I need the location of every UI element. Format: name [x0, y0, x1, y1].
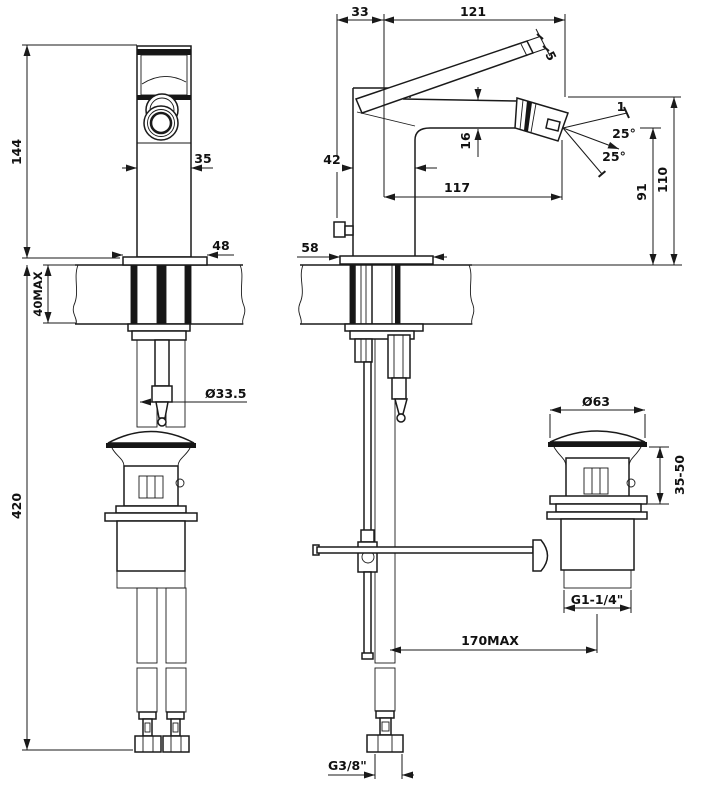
- handle-side: [354, 40, 535, 114]
- rod-ball-joint: [532, 539, 549, 572]
- dim-jet-ref: 1: [617, 99, 626, 114]
- hose-nut-icon: [134, 735, 162, 753]
- aerator-icon: [143, 93, 179, 141]
- hose-nut-icon: [162, 735, 190, 753]
- dim-spout-drop: 16: [458, 132, 473, 150]
- pop-up-knob: [333, 221, 346, 238]
- pop-up-rod-horizontal: [316, 546, 534, 554]
- dim-handle-reach: 121: [460, 4, 486, 19]
- dim-base-depth: 58: [301, 240, 318, 255]
- dim-handle-tip: 5: [542, 49, 559, 64]
- countertop-side: [298, 264, 475, 325]
- jet-angles: 1 25° 25°: [562, 99, 636, 178]
- dim-hose-drop: 420: [9, 493, 24, 519]
- outlet-icon: [545, 118, 561, 132]
- dimensions-waste-detail: Ø63 35-50 G1-1/4": [549, 394, 687, 613]
- dim-mounting-range: 35-50: [672, 455, 687, 495]
- dim-jet-angle-upper: 25°: [612, 126, 636, 141]
- front-view: 144 35 48 40MAX 420 Ø33.5: [9, 44, 247, 753]
- dim-supply-thread: G3/8": [328, 758, 367, 773]
- dim-handle-offset: 33: [351, 4, 368, 19]
- dim-outlet-height: 91: [634, 183, 649, 200]
- waste-rod-front: [154, 339, 170, 387]
- base-plate-side: [339, 255, 434, 265]
- spout-head-side: [514, 97, 569, 142]
- dim-counter-thickness: 40MAX: [31, 271, 45, 316]
- dim-body-width: 35: [194, 151, 211, 166]
- supply-nut-icon: [366, 734, 404, 753]
- dim-body-depth: 42: [323, 152, 340, 167]
- dim-spout-projection: 117: [444, 180, 470, 195]
- side-view: 1 25° 25°: [297, 4, 682, 779]
- pop-up-waste-front: [104, 430, 198, 589]
- dim-base-width: 48: [212, 238, 229, 253]
- dim-shank-diameter: Ø33.5: [205, 386, 246, 401]
- dim-overall-height: 144: [9, 139, 24, 165]
- dim-jet-angle-lower: 25°: [602, 149, 626, 164]
- faucet-front: [122, 45, 208, 266]
- base-plate-front: [122, 256, 208, 266]
- dim-cap-diameter: Ø63: [582, 394, 610, 409]
- dimensions-side: 33 121 5 42 16 117 58 91: [297, 4, 682, 779]
- waste-detail: Ø63 35-50 G1-1/4": [532, 394, 687, 613]
- dim-rod-max-reach: 170MAX: [461, 633, 519, 648]
- waste-thread-detail: [563, 569, 632, 589]
- faucet-side: [333, 40, 569, 265]
- dim-waste-thread: G1-1/4": [571, 592, 624, 607]
- hose-tails-front: [134, 587, 190, 753]
- dim-spout-height: 110: [655, 167, 670, 193]
- waste-thread-front: [116, 570, 186, 589]
- below-counter-side: [312, 323, 534, 753]
- supply-hoses-front: [127, 323, 191, 428]
- pop-up-rod-vertical: [363, 361, 372, 539]
- dimensions-front: 144 35 48 40MAX 420 Ø33.5: [9, 44, 247, 751]
- countertop-front: [72, 264, 246, 325]
